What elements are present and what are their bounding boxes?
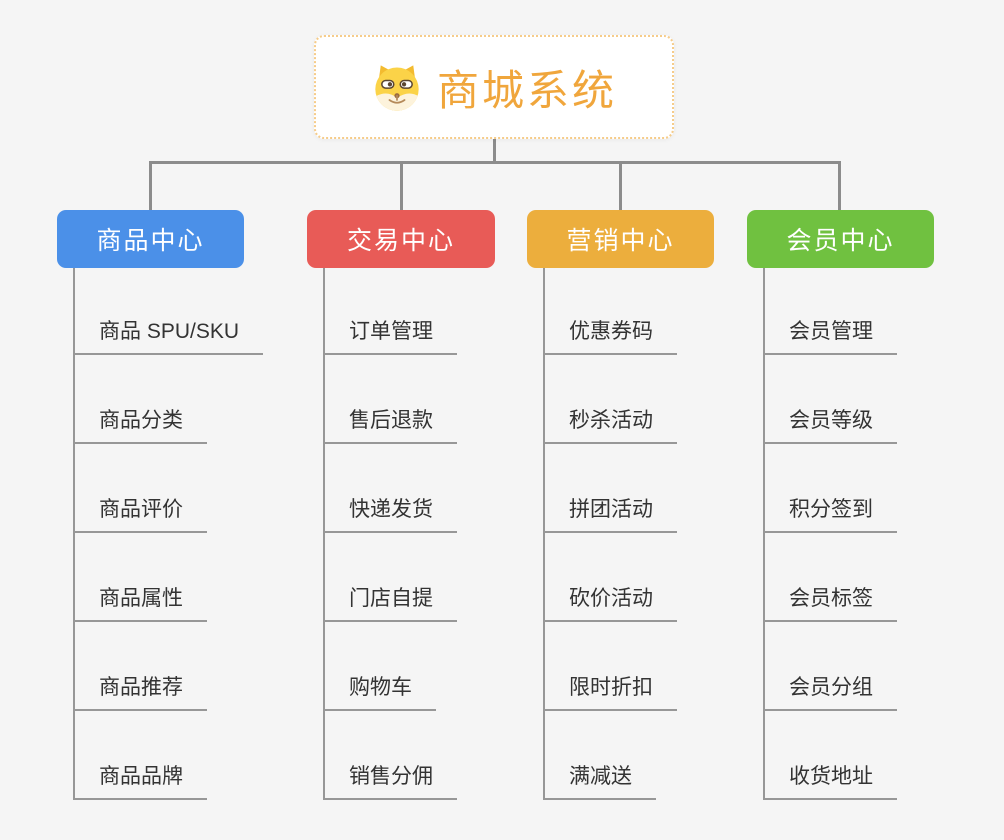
connector-drop-product	[149, 161, 152, 210]
connector-bus	[149, 161, 841, 164]
connector-column-marketing	[543, 268, 545, 800]
node-member-tag[interactable]: 会员标签	[763, 533, 897, 622]
node-points-checkin[interactable]: 积分签到	[763, 444, 897, 533]
root-node[interactable]: 商城系统	[314, 35, 674, 139]
branch-header-product-center[interactable]: 商品中心	[57, 210, 244, 268]
node-aftersale-refund[interactable]: 售后退款	[323, 355, 457, 444]
node-sales-commission[interactable]: 销售分佣	[323, 711, 457, 800]
node-bargain-event[interactable]: 砍价活动	[543, 533, 677, 622]
node-coupon-code[interactable]: 优惠券码	[543, 266, 677, 355]
node-product-spu-sku[interactable]: 商品 SPU/SKU	[73, 266, 264, 355]
node-product-review[interactable]: 商品评价	[73, 444, 207, 533]
branch-header-member-center[interactable]: 会员中心	[747, 210, 934, 268]
branch-header-marketing-center[interactable]: 营销中心	[527, 210, 714, 268]
branch-items-trade-center: 订单管理 售后退款 快递发货 门店自提 购物车 销售分佣	[323, 266, 457, 800]
connector-column-trade	[323, 268, 325, 800]
root-title: 商城系统	[436, 66, 617, 114]
node-product-recommend[interactable]: 商品推荐	[73, 622, 207, 711]
node-product-attribute[interactable]: 商品属性	[73, 533, 207, 622]
connector-drop-trade	[400, 161, 403, 210]
node-group-buy[interactable]: 拼团活动	[543, 444, 677, 533]
connector-column-product	[73, 268, 75, 800]
connector-drop-member	[838, 161, 841, 210]
connector-column-member	[763, 268, 765, 800]
node-order-management[interactable]: 订单管理	[323, 266, 457, 355]
node-member-management[interactable]: 会员管理	[763, 266, 897, 355]
node-shipping-address[interactable]: 收货地址	[763, 711, 897, 800]
node-shopping-cart[interactable]: 购物车	[323, 622, 436, 711]
node-full-reduction[interactable]: 满减送	[543, 711, 656, 800]
branch-header-trade-center[interactable]: 交易中心	[307, 210, 495, 268]
dog-face-icon	[375, 65, 419, 111]
node-product-category[interactable]: 商品分类	[73, 355, 207, 444]
connector-drop-marketing	[619, 161, 622, 210]
node-product-brand[interactable]: 商品品牌	[73, 711, 207, 800]
node-store-pickup[interactable]: 门店自提	[323, 533, 457, 622]
connector-root-stem	[493, 138, 496, 163]
branch-items-marketing-center: 优惠券码 秒杀活动 拼团活动 砍价活动 限时折扣 满减送	[543, 266, 677, 800]
node-flash-sale[interactable]: 秒杀活动	[543, 355, 677, 444]
node-member-group[interactable]: 会员分组	[763, 622, 897, 711]
node-express-delivery[interactable]: 快递发货	[323, 444, 457, 533]
branch-items-member-center: 会员管理 会员等级 积分签到 会员标签 会员分组 收货地址	[763, 266, 897, 800]
node-limited-discount[interactable]: 限时折扣	[543, 622, 677, 711]
node-member-level[interactable]: 会员等级	[763, 355, 897, 444]
branch-items-product-center: 商品 SPU/SKU 商品分类 商品评价 商品属性 商品推荐 商品品牌	[73, 266, 264, 800]
